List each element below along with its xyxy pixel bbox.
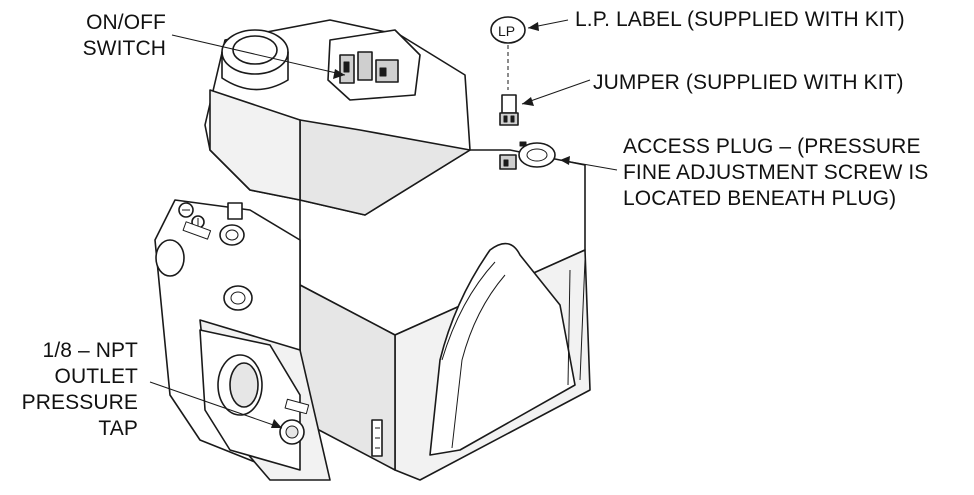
access-plug	[499, 141, 556, 170]
pressure-tap-line-3: PRESSURE	[21, 391, 138, 414]
valve-switch-block	[204, 19, 471, 216]
jumper-text: JUMPER (SUPPLIED WITH KIT)	[593, 71, 904, 94]
lp-label-callout: L.P. LABEL (SUPPLIED WITH KIT)	[575, 7, 905, 33]
access-plug-line-2: FINE ADJUSTMENT SCREW IS	[623, 161, 929, 184]
on-off-switch-line-1: ON/OFF	[86, 11, 166, 34]
valve-lower-body	[154, 199, 383, 481]
access-plug-line-3: LOCATED BENEATH PLUG)	[623, 187, 897, 210]
pressure-tap-line-4: TAP	[98, 417, 138, 440]
on-off-switch-line-2: SWITCH	[82, 37, 166, 60]
access-plug-line-1: ACCESS PLUG – (PRESSURE	[623, 135, 921, 158]
on-off-switch-callout: ON/OFF SWITCH	[38, 10, 166, 62]
jumper	[499, 94, 519, 126]
pressure-tap-line-2: OUTLET	[54, 365, 138, 388]
leader-lines	[149, 19, 618, 429]
pressure-tap-line-1: 1/8 – NPT	[42, 339, 138, 362]
lp-label-letter: LP	[498, 23, 515, 39]
lp-label-text: L.P. LABEL (SUPPLIED WITH KIT)	[575, 8, 905, 31]
access-plug-callout: ACCESS PLUG – (PRESSURE FINE ADJUSTMENT …	[623, 134, 928, 212]
lp-label-disk: LP	[490, 16, 526, 44]
jumper-callout: JUMPER (SUPPLIED WITH KIT)	[593, 70, 904, 96]
pressure-tap-callout: 1/8 – NPT OUTLET PRESSURE TAP	[10, 338, 138, 442]
